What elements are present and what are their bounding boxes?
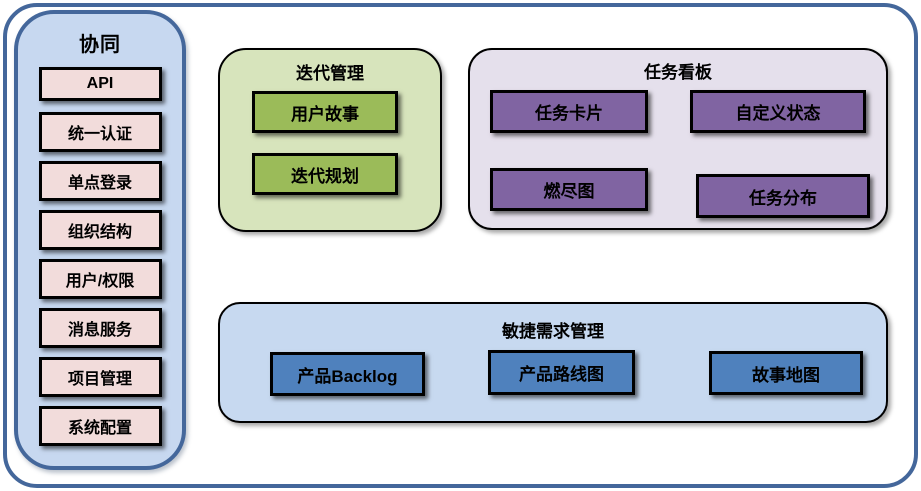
panel-title-agile-requirements: 敏捷需求管理 — [502, 322, 604, 341]
node-product-roadmap: 产品路线图 — [488, 350, 635, 395]
sidebar-item-user-permissions: 用户/权限 — [38, 259, 162, 299]
sidebar-item-org-structure: 组织结构 — [38, 210, 162, 250]
sidebar-item-unified-auth: 统一认证 — [38, 112, 162, 152]
sidebar-item-project-management: 项目管理 — [38, 357, 162, 397]
panel-task-board: 任务看板 任务卡片 自定义状态 燃尽图 任务分布 — [468, 48, 888, 230]
node-user-story: 用户故事 — [252, 91, 398, 133]
panel-title-task-board: 任务看板 — [644, 63, 712, 82]
sidebar-item-list: API 统一认证 单点登录 组织结构 用户/权限 消息服务 项目管理 系统配置 — [18, 67, 182, 455]
panel-agile-requirements: 敏捷需求管理 产品Backlog 产品路线图 故事地图 — [218, 302, 888, 423]
sidebar-item-single-sign-on: 单点登录 — [38, 161, 162, 201]
sidebar-item-api: API — [38, 67, 162, 101]
sidebar-title: 协同 — [79, 34, 121, 56]
sidebar-collaboration: 协同 API 统一认证 单点登录 组织结构 用户/权限 消息服务 项目管理 系统… — [14, 10, 186, 470]
node-task-distribution: 任务分布 — [696, 174, 870, 218]
sidebar-item-system-config: 系统配置 — [38, 406, 162, 446]
panel-title-iteration-management: 迭代管理 — [296, 64, 364, 83]
node-product-backlog: 产品Backlog — [270, 352, 425, 396]
node-story-map: 故事地图 — [709, 351, 863, 395]
panel-iteration-management: 迭代管理 用户故事 迭代规划 — [218, 48, 442, 232]
node-burndown-chart: 燃尽图 — [490, 168, 648, 211]
node-custom-status: 自定义状态 — [690, 90, 866, 133]
sidebar-item-message-service: 消息服务 — [38, 308, 162, 348]
node-iteration-planning: 迭代规划 — [252, 153, 398, 195]
node-task-card: 任务卡片 — [490, 90, 648, 133]
